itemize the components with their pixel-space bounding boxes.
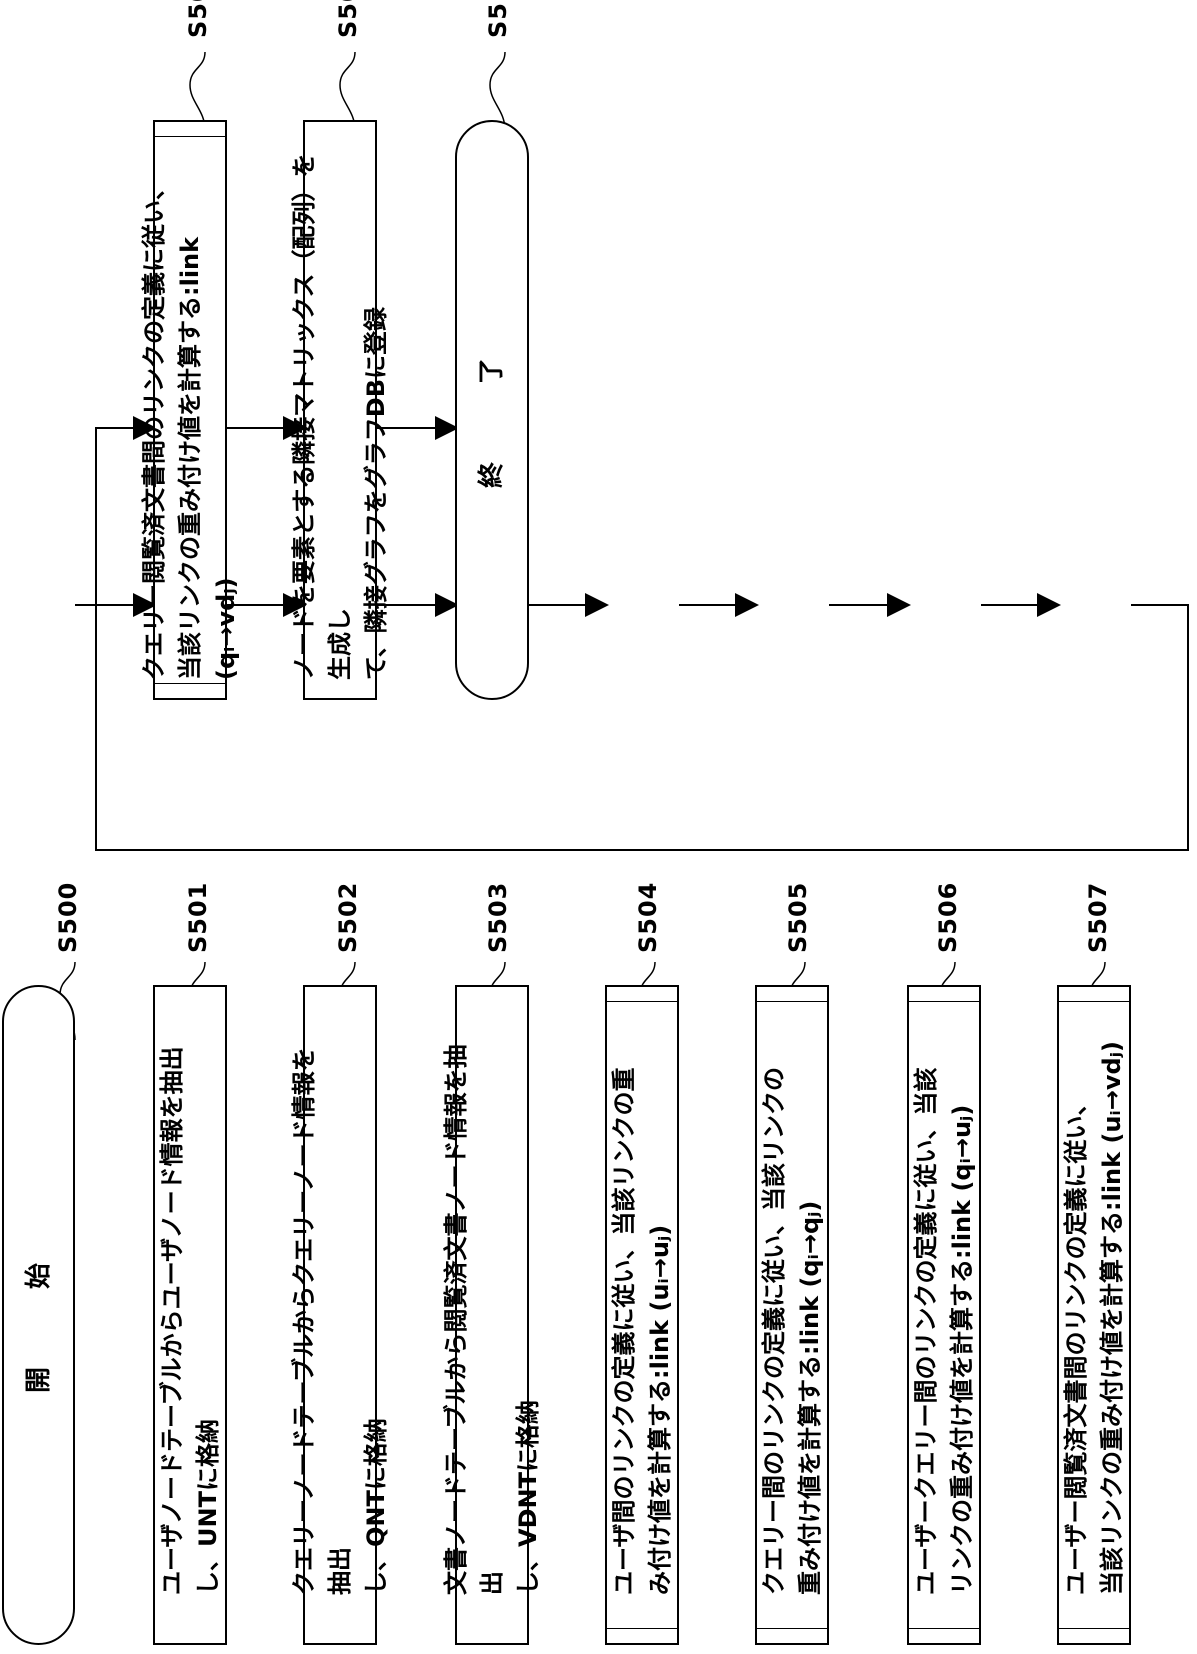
step-s504-text: ユーザ間のリンクの定義に従い、当該リンクの重 み付け値を計算する:link (u… bbox=[606, 1035, 678, 1595]
leader-s510 bbox=[490, 52, 505, 130]
step-s502: クエリーノードテーブルからクエリーノード情報を抽出 し、QNTに格納 bbox=[303, 985, 377, 1645]
step-s506: ユーザークエリー間のリンクの定義に従い、当該 リンクの重み付け値を計算する:li… bbox=[907, 985, 981, 1645]
step-s509-text: ノードを要素とする隣接マトリックス（配列）を生成し て、隣接グラフをグラフDBに… bbox=[286, 140, 394, 680]
start-label: 開 始 bbox=[21, 1035, 57, 1595]
step-s508: クエリー閲覧済文書間のリンクの定義に従い、 当該リンクの重み付け値を計算する:l… bbox=[153, 120, 227, 700]
step-s504: ユーザ間のリンクの定義に従い、当該リンクの重 み付け値を計算する:link (u… bbox=[605, 985, 679, 1645]
step-s505-text: クエリー間のリンクの定義に従い、当該リンクの 重み付け値を計算する:link (… bbox=[756, 1035, 828, 1595]
leader-s508 bbox=[190, 52, 205, 130]
step-s504-band-top bbox=[607, 987, 677, 1002]
label-s501: S501 bbox=[184, 882, 212, 953]
step-s503-text: 文書ノードテーブルから閲覧済文書ノード情報を抽出 し、VDNTに格納 bbox=[438, 1035, 546, 1595]
step-s502-text: クエリーノードテーブルからクエリーノード情報を抽出 し、QNTに格納 bbox=[286, 1035, 394, 1595]
label-s500: S500 bbox=[54, 882, 82, 953]
step-s504-band-bottom bbox=[607, 1628, 677, 1643]
label-s508: S508 bbox=[184, 0, 212, 38]
leader-s509 bbox=[340, 52, 355, 130]
label-s502: S502 bbox=[334, 882, 362, 953]
step-s505-band-top bbox=[757, 987, 827, 1002]
step-s508-text: クエリー閲覧済文書間のリンクの定義に従い、 当該リンクの重み付け値を計算する:l… bbox=[136, 140, 244, 680]
step-s509: ノードを要素とする隣接マトリックス（配列）を生成し て、隣接グラフをグラフDBに… bbox=[303, 120, 377, 700]
step-s507-band-bottom bbox=[1059, 1628, 1129, 1643]
start-terminal: 開 始 bbox=[2, 985, 75, 1645]
label-s507: S507 bbox=[1084, 882, 1112, 953]
step-s505-band-bottom bbox=[757, 1628, 827, 1643]
arrow-s507-s508 bbox=[96, 428, 1188, 850]
step-s507: ユーザー閲覧済文書間のリンクの定義に従い、 当該リンクの重み付け値を計算する:l… bbox=[1057, 985, 1131, 1645]
step-s506-band-top bbox=[909, 987, 979, 1002]
step-s501: ユーザノードテーブルからユーザノード情報を抽出 し、UNTに格納 bbox=[153, 985, 227, 1645]
end-terminal: 終 了 bbox=[455, 120, 529, 700]
step-s505: クエリー間のリンクの定義に従い、当該リンクの 重み付け値を計算する:link (… bbox=[755, 985, 829, 1645]
label-s504: S504 bbox=[634, 882, 662, 953]
step-s508-band-top bbox=[155, 122, 225, 137]
step-s503: 文書ノードテーブルから閲覧済文書ノード情報を抽出 し、VDNTに格納 bbox=[455, 985, 529, 1645]
step-s508-band-bottom bbox=[155, 683, 225, 698]
label-s510: S510 bbox=[484, 0, 512, 38]
label-s509: S509 bbox=[334, 0, 362, 38]
step-s507-band-top bbox=[1059, 987, 1129, 1002]
step-s507-text: ユーザー閲覧済文書間のリンクの定義に従い、 当該リンクの重み付け値を計算する:l… bbox=[1058, 1035, 1130, 1595]
label-s506: S506 bbox=[934, 882, 962, 953]
step-s506-text: ユーザークエリー間のリンクの定義に従い、当該 リンクの重み付け値を計算する:li… bbox=[908, 1035, 980, 1595]
step-s501-text: ユーザノードテーブルからユーザノード情報を抽出 し、UNTに格納 bbox=[154, 1035, 226, 1595]
label-s503: S503 bbox=[484, 882, 512, 953]
step-s506-band-bottom bbox=[909, 1628, 979, 1643]
label-s505: S505 bbox=[784, 882, 812, 953]
end-label: 終 了 bbox=[474, 130, 510, 690]
